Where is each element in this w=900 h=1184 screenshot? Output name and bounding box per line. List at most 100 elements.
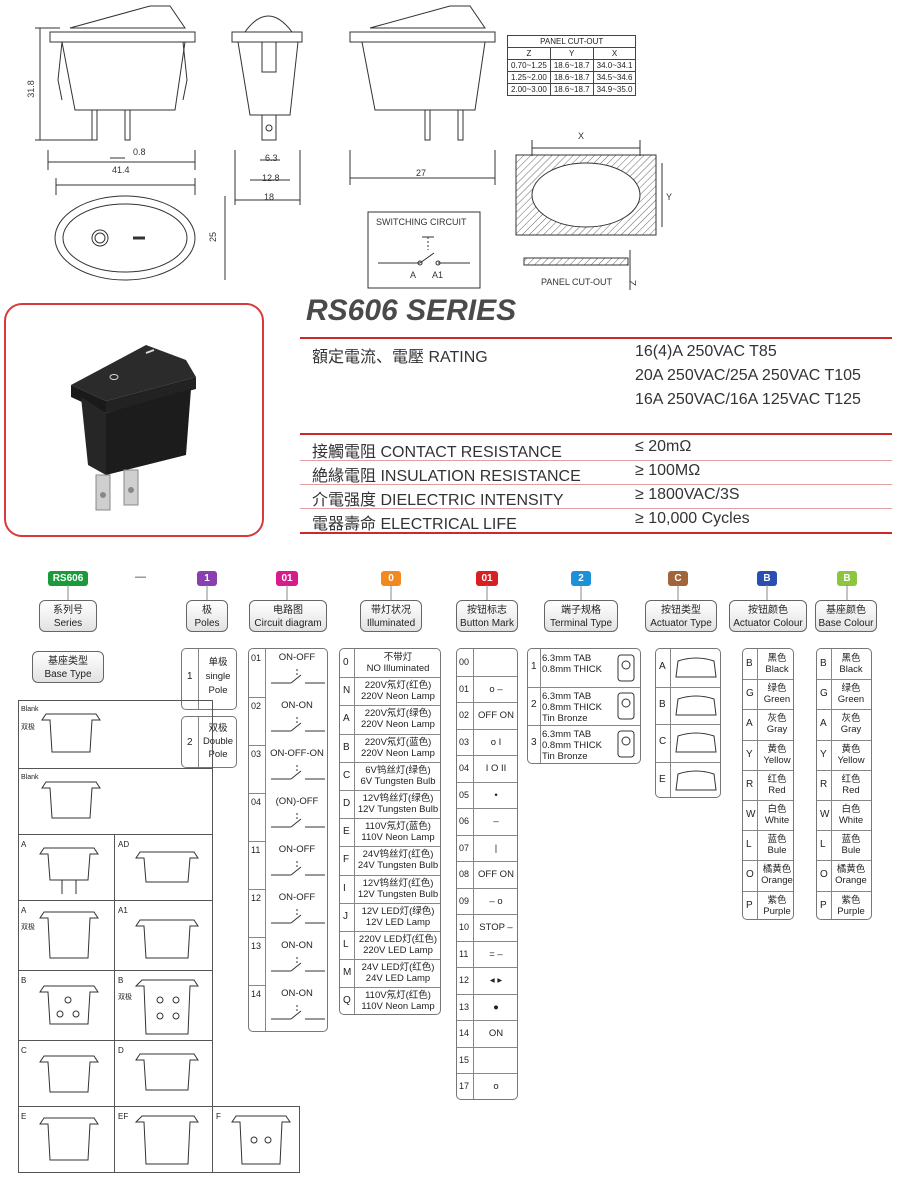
terminal-row-divider <box>528 725 640 726</box>
base-colour-code: B <box>820 658 827 669</box>
base-colour-zh: 绿色 <box>841 683 861 695</box>
mark-row-divider <box>457 702 517 703</box>
illum-code: A <box>343 713 350 725</box>
tag-circuit: 01 <box>276 571 298 586</box>
actuator-row-divider <box>656 724 720 725</box>
terminal-line: Tin Bronze <box>542 713 588 724</box>
series-title: RS606 SERIES <box>306 294 517 327</box>
illum-line-zh: 12V LED灯(绿色) <box>361 905 435 917</box>
mark-symbol: ON <box>488 1028 504 1039</box>
electrical-life-label: 電器壽命 ELECTRICAL LIFE <box>312 516 517 533</box>
actuator-shape-icon <box>675 695 717 715</box>
base-colour-row-divider <box>817 890 871 892</box>
mark-code: 11 <box>459 948 469 959</box>
spec-divider <box>300 508 892 509</box>
mark-code: 09 <box>459 895 470 906</box>
circuit-symbol <box>271 813 325 828</box>
base-colour-zh: 白色 <box>841 804 861 815</box>
illum-code: I <box>343 882 346 894</box>
illum-row-divider <box>340 902 440 904</box>
illum-row-divider <box>340 733 440 735</box>
base-colour-code: P <box>820 899 827 911</box>
illum-line-zh: 220V氖灯(红色) <box>364 680 432 692</box>
mark-symbol: OFF ON <box>478 710 514 721</box>
base-label: F <box>216 1112 221 1121</box>
base-colour-code: G <box>820 688 828 700</box>
illum-code: J <box>343 910 348 922</box>
base-colour-row-divider <box>817 830 871 832</box>
illum-line-zh: 12V钨丝灯(绿色) <box>362 793 434 804</box>
mark-row-divider <box>457 940 517 942</box>
base-colour-row-divider <box>817 739 871 741</box>
actuator-colour-code: B <box>746 658 753 669</box>
panel-header-y: Y <box>549 47 594 60</box>
circuit-name: ON-ON <box>281 700 313 711</box>
base-colour-zh: 紫色 <box>841 894 861 906</box>
tag-illuminated: 0 <box>381 571 401 586</box>
dim-depth: 18 <box>264 192 275 202</box>
base-colour-zh: 黄色 <box>841 743 861 755</box>
illum-row-divider <box>340 987 440 989</box>
actuator-colour-en: Gray <box>766 724 788 736</box>
actuator-colour-en: White <box>764 815 790 826</box>
cutout-x-label: X <box>578 131 585 141</box>
illum-description: 220V氖灯(蓝色)220V Neon Lamp <box>355 737 441 759</box>
terminal-line: 6.3mm TAB <box>542 653 592 664</box>
illum-line-zh: 220V LED灯(红色) <box>358 934 438 945</box>
illum-line-en: 12V Tungsten Bulb <box>357 888 439 900</box>
illum-code: L <box>343 939 349 950</box>
mark-code: 12 <box>459 975 470 985</box>
insulation-resistance-value: ≥ 100MΩ <box>635 462 701 479</box>
mark-code: 01 <box>459 683 470 694</box>
mark-code: 03 <box>459 736 470 747</box>
dim-side-length: 27 <box>416 168 427 178</box>
actuator-colour-row-divider <box>743 679 793 681</box>
dim-height: 31.8 <box>25 80 36 98</box>
illum-code: D <box>343 798 351 809</box>
base-label: B <box>21 976 27 985</box>
illum-row-divider <box>340 959 440 961</box>
terminal-code: 2 <box>531 699 537 710</box>
electrical-life-value: ≥ 10,000 Cycles <box>635 510 750 527</box>
base-colour-zh: 灰色 <box>841 713 861 725</box>
panel-table-title: PANEL CUT-OUT <box>506 35 637 48</box>
illum-line-en: 220V Neon Lamp <box>361 719 435 731</box>
mark-symbol: OFF ON <box>478 869 514 880</box>
illum-description: 220V LED灯(红色)220V LED Lamp <box>355 934 441 956</box>
cutout-caption: PANEL CUT-OUT <box>541 277 613 287</box>
circuit-symbol <box>271 765 325 780</box>
actuator-colour-zh: 紫色 <box>767 894 787 906</box>
mark-code: 06 <box>459 816 470 826</box>
dim-width: 25 <box>208 231 219 243</box>
illum-line-en: 24V LED Lamp <box>365 973 431 985</box>
illum-description: 220V氖灯(红色)220V Neon Lamp <box>355 680 441 702</box>
actuator-colour-row-divider <box>743 890 793 892</box>
circuit-name: ON-OFF <box>278 892 316 903</box>
illum-description: 24V LED灯(红色)24V LED Lamp <box>355 962 441 984</box>
panel-cell: 34.0~34.1 <box>592 59 637 72</box>
terminal-row-divider <box>528 687 640 688</box>
contact-resistance-value: ≤ 20mΩ <box>635 438 692 455</box>
base-label: B <box>118 976 124 985</box>
circuit-symbol <box>271 909 325 924</box>
actuator-colour-zh: 红色 <box>767 773 787 785</box>
technical-drawings <box>35 5 663 290</box>
actuator-colour-zh: 白色 <box>767 804 787 815</box>
illum-line-en: 12V LED Lamp <box>365 916 431 928</box>
actuator-colour-separator <box>757 649 758 919</box>
switching-a1: A1 <box>432 270 444 280</box>
circuit-name: ON-ON <box>281 988 313 999</box>
illum-separator <box>354 649 355 1014</box>
circuit-symbol <box>271 669 325 684</box>
